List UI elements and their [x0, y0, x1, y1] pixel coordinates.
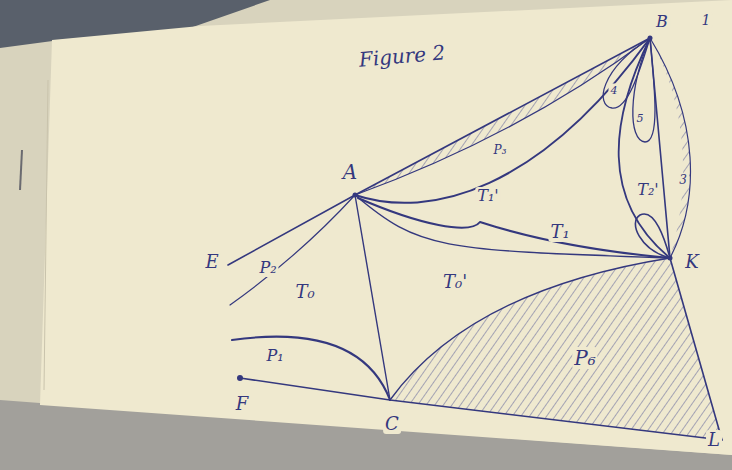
curve [358, 198, 670, 258]
margin-line [44, 80, 48, 390]
point-label: 5 [635, 112, 646, 125]
point-label: T₀ [293, 282, 316, 302]
point-label: P₂ [257, 259, 278, 277]
curve [390, 258, 670, 400]
hatched-region [650, 38, 690, 258]
paper-sheet [40, 0, 732, 455]
point-label: T₁ [548, 222, 571, 242]
point-dot [668, 256, 673, 261]
petal [633, 38, 655, 142]
point-label: K [683, 252, 700, 272]
point-dot [353, 193, 358, 198]
hatched-region [355, 38, 650, 195]
point-label: B [654, 13, 670, 31]
point-dot [648, 36, 653, 41]
curve [355, 195, 670, 258]
point-label: 3 [677, 173, 689, 187]
point-label: C [383, 414, 401, 434]
loop [635, 214, 670, 258]
curve [619, 38, 670, 258]
point-label: 4 [609, 84, 620, 97]
line-BKL [650, 38, 722, 440]
point-label: L [706, 430, 722, 450]
line-AC [355, 195, 390, 400]
point-label: P₁ [264, 347, 285, 365]
point-dot [237, 375, 243, 381]
line-EA [228, 195, 355, 265]
point-label: 1 [700, 12, 713, 28]
curve [650, 38, 690, 258]
point-label: A [341, 161, 359, 183]
curve [355, 38, 650, 195]
point-label: T₂' [635, 181, 660, 199]
line-FCL [240, 378, 722, 440]
pencil-mark [20, 150, 22, 190]
petal [603, 38, 650, 108]
point-label: P₃ [492, 143, 509, 157]
point-label: P₆ [572, 347, 597, 369]
point-label: E [203, 252, 220, 272]
point-label: F [234, 394, 251, 414]
curve [232, 337, 390, 400]
point-label: T₀' [441, 272, 469, 292]
line-AB [355, 38, 650, 195]
point-label: T₁' [475, 187, 500, 205]
figure-lines [228, 36, 722, 441]
hatched-region [390, 258, 722, 440]
curve [355, 38, 650, 203]
curve [230, 195, 355, 305]
